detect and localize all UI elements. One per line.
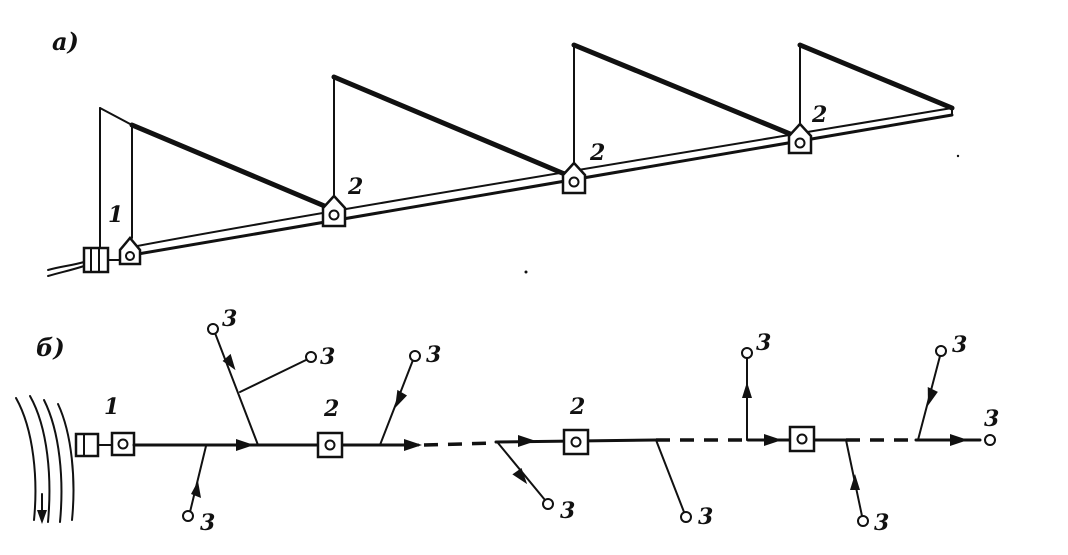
callout-3: 3 (984, 406, 999, 432)
input-cable (47, 261, 85, 271)
branch-point (935, 345, 947, 357)
station-b-2 (562, 428, 590, 456)
face-curve-1 (15, 397, 37, 521)
conveyor-belt-upper (131, 107, 953, 248)
trunk-arrow-1 (236, 439, 254, 451)
station-a-3 (787, 122, 813, 155)
speck (524, 270, 528, 274)
face-curve-3 (43, 399, 63, 523)
branch-arrow (394, 389, 408, 409)
station-pulley (324, 439, 336, 451)
branch-point (182, 510, 194, 522)
section-b-label: б) (36, 333, 65, 362)
branch-line (214, 332, 259, 446)
callout-1-b: 1 (104, 394, 119, 420)
branches: 3 3 3 3 3 3 (182, 306, 999, 536)
branch-point (741, 347, 753, 359)
trunk-dash-1 (423, 441, 497, 447)
branch-arrow (742, 382, 752, 398)
branch-point (305, 351, 317, 363)
drive-station-pulley (117, 438, 129, 450)
roof-slope-1 (129, 122, 337, 213)
callout-3: 3 (320, 344, 335, 370)
callout-3: 3 (426, 342, 441, 368)
section-a-label: а) (52, 27, 79, 56)
station-pulley (570, 436, 582, 448)
callout-2-e: 2 (569, 394, 585, 420)
callout-1-a: 1 (108, 202, 123, 228)
face-arrow-head (37, 510, 47, 524)
section-a: а) (47, 27, 955, 277)
callout-3: 3 (756, 330, 771, 356)
roof-slope-3 (571, 42, 803, 141)
drive-unit-body (74, 432, 100, 458)
station-pulley (794, 137, 806, 149)
drive-unit-body (82, 246, 110, 274)
drive-unit-b (74, 431, 136, 458)
branch-point (857, 515, 869, 527)
branch-point (207, 323, 219, 335)
branch-line (239, 359, 307, 393)
station-b-3 (788, 425, 816, 453)
callout-3: 3 (952, 332, 967, 358)
callout-3: 3 (222, 306, 237, 332)
callout-2-c: 2 (811, 102, 827, 128)
section-b: б) 1 (15, 306, 999, 536)
station-a-2 (561, 161, 587, 195)
branch-arrow (222, 353, 236, 371)
callout-2-d: 2 (323, 396, 339, 422)
station-pulley (328, 209, 340, 221)
trunk-arrow-2 (404, 439, 422, 451)
roof-slope-4 (797, 42, 955, 111)
station-pulley (568, 176, 580, 188)
branch-line (189, 445, 207, 513)
branch-point (680, 511, 692, 523)
station-a-0 (118, 236, 142, 266)
branch-point (542, 498, 554, 510)
input-cable-2 (47, 265, 85, 277)
callout-2-a: 2 (347, 174, 363, 200)
station-a-1 (321, 194, 347, 228)
callout-3: 3 (874, 510, 889, 536)
trunk-arrow-4 (764, 434, 782, 446)
branch-arrow (927, 387, 938, 406)
station-pulley (796, 433, 808, 445)
trunk-arrow-5 (950, 434, 968, 446)
callout-2-b: 2 (589, 140, 605, 166)
face-curve-4 (57, 403, 75, 521)
roof-slope-2 (331, 74, 577, 181)
callout-3: 3 (560, 498, 575, 524)
conveyor-belt-lower (130, 113, 954, 257)
drive-unit-a (82, 246, 121, 274)
station-b-1 (316, 431, 344, 459)
face-curve-2 (29, 395, 51, 523)
roof-top-1 (99, 107, 133, 126)
callout-3: 3 (200, 510, 215, 536)
trunk-arrow-3 (518, 435, 536, 447)
branch-arrow (850, 474, 860, 490)
branch-line (655, 439, 685, 513)
branch-point (409, 350, 421, 362)
branch-arrow (191, 481, 201, 498)
terminal-point (984, 434, 996, 446)
station-pulley (125, 251, 135, 261)
speck (956, 154, 960, 158)
callout-3: 3 (698, 504, 713, 530)
branch-arrow (512, 468, 528, 485)
